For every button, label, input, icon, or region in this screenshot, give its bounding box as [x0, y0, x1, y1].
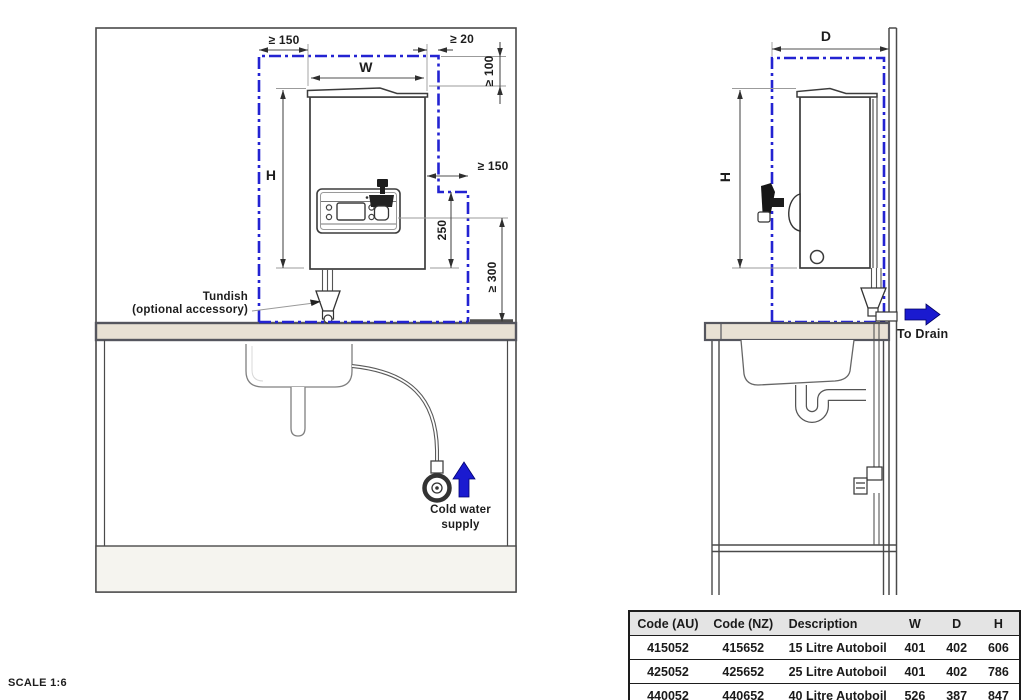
- dim-clearance-below-label: ≥ 300: [485, 261, 499, 293]
- cell-h: 606: [987, 640, 1009, 655]
- dim-clearance-top-label: ≥ 100: [482, 55, 496, 87]
- side-extension-lines: [732, 42, 797, 269]
- bench-legs: [711, 341, 896, 595]
- cold-water-supply-arrow-icon: [452, 461, 476, 498]
- cell-h: 786: [987, 664, 1009, 679]
- col-header-h: H: [993, 616, 1003, 631]
- cell-code-au: 425052: [647, 664, 689, 679]
- cell-code-au: 440052: [647, 688, 689, 700]
- tundish-leader-line: [251, 299, 321, 312]
- cell-d: 387: [946, 688, 968, 700]
- cell-description: 15 Litre Autoboil: [788, 640, 887, 655]
- cell-w: 526: [904, 688, 926, 700]
- side-counter: [703, 321, 891, 342]
- cold-water-label-line2: supply: [441, 519, 480, 531]
- cell-code-nz: 415652: [722, 640, 765, 655]
- front-dimension-arrows: [259, 47, 505, 322]
- cell-code-nz: 425652: [722, 664, 765, 679]
- dim-clearance-left-label: ≥ 150: [268, 33, 300, 47]
- cell-description: 25 Litre Autoboil: [788, 664, 887, 679]
- cell-description: 40 Litre Autoboil: [788, 688, 887, 700]
- tundish-side: [860, 268, 898, 322]
- dim-tap-drop-label: 250: [435, 219, 449, 241]
- dim-clearance-right-label: ≥ 20: [449, 32, 475, 46]
- spec-table: Code (AU) Code (NZ) Description W D H 41…: [628, 610, 1021, 700]
- side-trap: [795, 385, 866, 423]
- col-header-code-au: Code (AU): [637, 616, 699, 631]
- spec-table-header-row: Code (AU) Code (NZ) Description W D H: [629, 611, 1020, 636]
- cell-w: 401: [904, 640, 926, 655]
- tundish-front: [315, 269, 341, 324]
- dim-clearance-side-label: ≥ 150: [477, 159, 509, 173]
- front-cabinet: [103, 340, 509, 546]
- col-header-d: D: [952, 616, 962, 631]
- cell-d: 402: [946, 640, 968, 655]
- tundish-label-line1: Tundish: [202, 291, 248, 303]
- cold-water-label-line1: Cold water: [430, 504, 491, 516]
- side-dimension-lines: [739, 48, 889, 268]
- drain-button: [809, 249, 825, 265]
- side-dimension-arrows: [737, 46, 889, 268]
- cell-code-nz: 440652: [722, 688, 765, 700]
- col-header-code-nz: Code (NZ): [713, 616, 774, 631]
- side-sink-bowl: [740, 339, 855, 386]
- cell-w: 401: [904, 664, 926, 679]
- side-view: [703, 27, 941, 595]
- front-counter: [94, 321, 518, 342]
- front-kickplate: [95, 545, 517, 593]
- wall-valve: [853, 466, 883, 495]
- front-extension-lines: [276, 44, 508, 269]
- tap-front: [369, 179, 394, 221]
- dim-width-label: W: [359, 59, 373, 75]
- tundish-label-line2: (optional accessory): [132, 304, 248, 316]
- cell-code-au: 415052: [647, 640, 689, 655]
- cold-water-valve: [422, 460, 452, 503]
- tundish-label: Tundish (optional accessory): [100, 291, 248, 317]
- to-drain-arrow-icon: [904, 303, 941, 326]
- front-dimension-lines: [259, 42, 503, 322]
- table-row: 440052 440652 40 Litre Autoboil 526 387 …: [629, 684, 1020, 700]
- tap-side: [757, 183, 801, 232]
- scale-label: SCALE 1:6: [8, 677, 67, 689]
- col-header-description: Description: [788, 616, 858, 631]
- wall-pipework: [873, 322, 880, 545]
- table-row: 425052 425652 25 Litre Autoboil 401 402 …: [629, 660, 1020, 684]
- to-drain-label: To Drain: [897, 327, 949, 341]
- cell-d: 402: [946, 664, 968, 679]
- table-row: 415052 415652 15 Litre Autoboil 401 402 …: [629, 636, 1020, 660]
- dim-height-front-label: H: [265, 167, 277, 183]
- front-clearance-boundary: [257, 54, 470, 324]
- boiler-side: [757, 87, 878, 269]
- cell-h: 847: [987, 688, 1009, 700]
- boiler-front: [306, 87, 429, 270]
- display-screen: [336, 202, 366, 221]
- col-header-w: W: [908, 616, 921, 631]
- cold-water-hose: [351, 364, 439, 461]
- dim-height-side-label: H: [717, 171, 733, 183]
- dim-depth-label: D: [820, 28, 832, 44]
- front-sink-bowl: [245, 344, 353, 437]
- cold-water-supply-label: Cold water supply: [423, 503, 498, 533]
- front-view: [94, 27, 518, 593]
